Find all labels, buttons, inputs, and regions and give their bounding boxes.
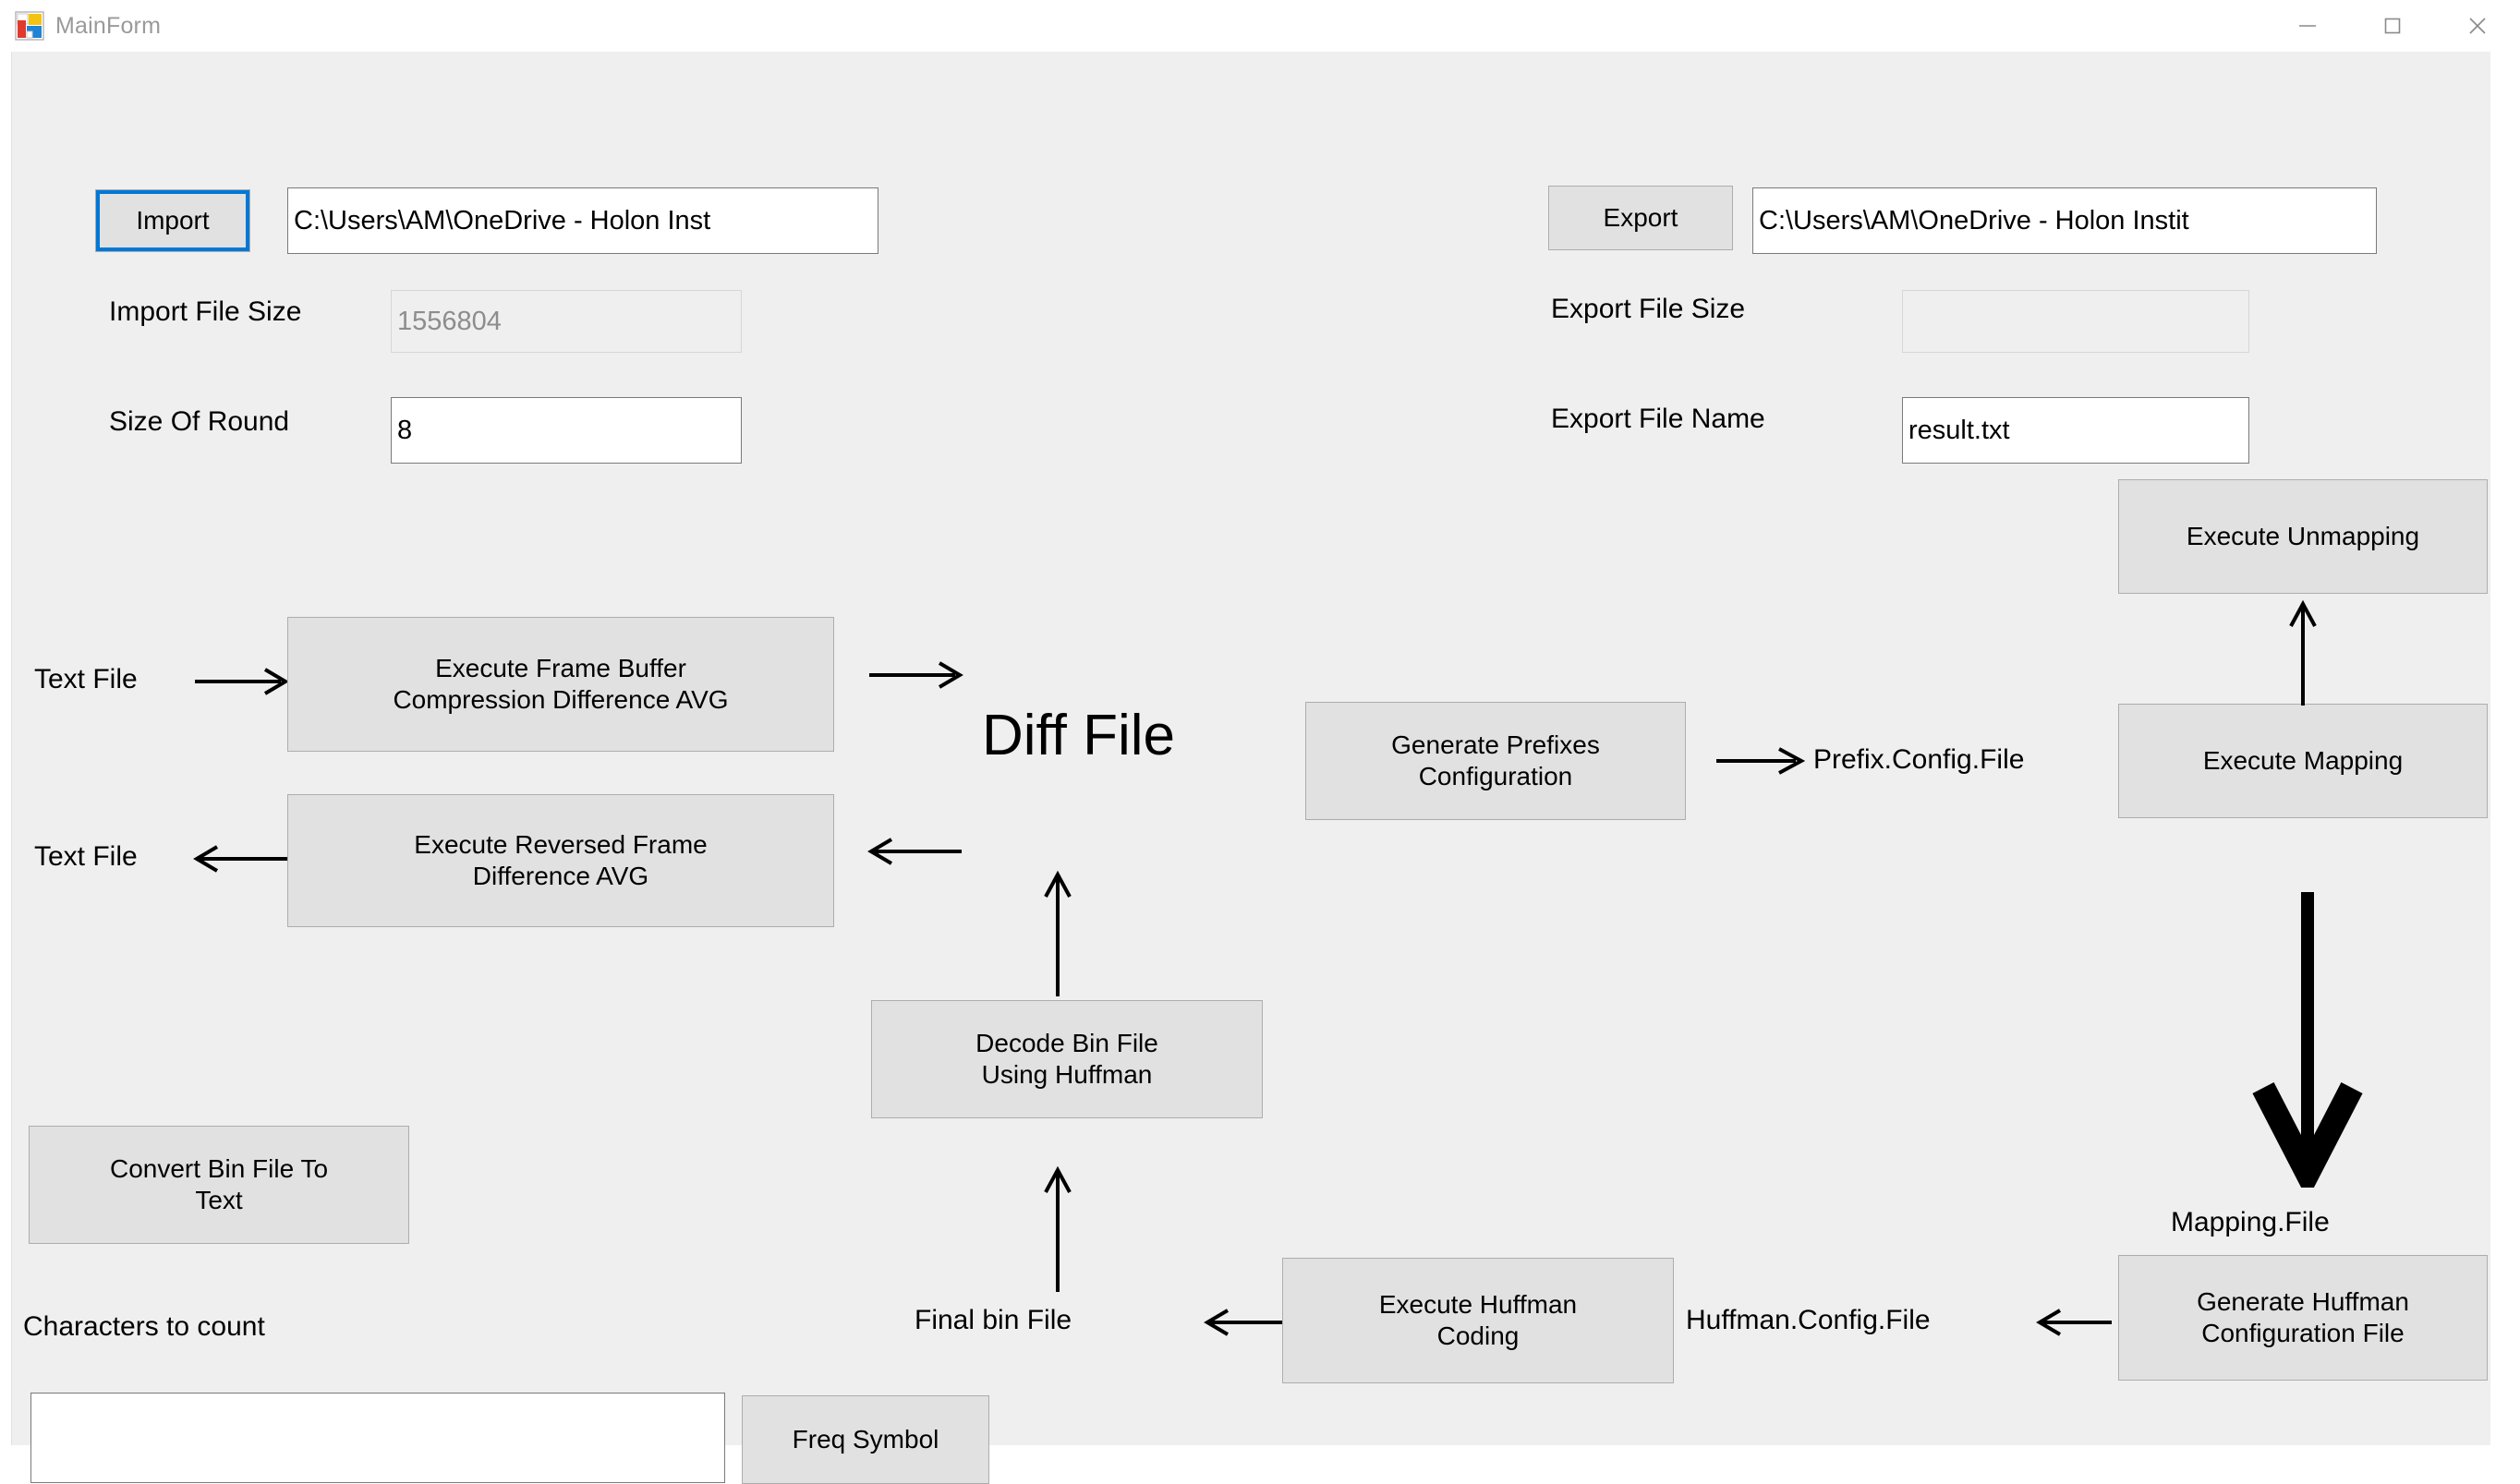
execute-unmapping-button[interactable]: Execute Unmapping [2118, 479, 2488, 594]
arrow-left-icon [2030, 1304, 2114, 1345]
diff-file-label: Diff File [982, 704, 1176, 767]
arrow-up-icon [1039, 1164, 1076, 1298]
arrow-left-icon [188, 840, 289, 882]
generate-prefixes-configuration-button[interactable]: Generate Prefixes Configuration [1305, 702, 1686, 820]
import-file-size-label: Import File Size [109, 296, 302, 327]
export-file-size-value [1902, 290, 2249, 353]
arrow-right-icon [1714, 742, 1807, 784]
main-form-surface: Import C:\Users\AM\OneDrive - Holon Inst… [11, 52, 2490, 1484]
characters-to-count-label: Characters to count [23, 1311, 265, 1342]
import-file-size-value: 1556804 [391, 290, 742, 353]
arrow-right-icon [867, 657, 969, 698]
convert-bin-file-to-text-button[interactable]: Convert Bin File To Text [29, 1126, 409, 1244]
export-path-input[interactable]: C:\Users\AM\OneDrive - Holon Instit [1752, 187, 2377, 254]
huffman-config-file-label: Huffman.Config.File [1686, 1305, 1931, 1335]
generate-huffman-configuration-file-button[interactable]: Generate Huffman Configuration File [2118, 1255, 2488, 1381]
size-of-round-label: Size Of Round [109, 406, 290, 437]
import-button[interactable]: Import [95, 189, 250, 252]
mapping-file-label: Mapping.File [2171, 1207, 2330, 1237]
arrow-down-thick-icon [2252, 892, 2363, 1200]
execute-mapping-button[interactable]: Execute Mapping [2118, 704, 2488, 818]
execute-huffman-coding-button[interactable]: Execute Huffman Coding [1282, 1258, 1674, 1383]
text-file-input-label: Text File [34, 664, 138, 694]
export-button[interactable]: Export [1548, 186, 1733, 250]
execute-frame-buffer-compression-button[interactable]: Execute Frame Buffer Compression Differe… [287, 617, 834, 752]
decode-bin-file-using-huffman-button[interactable]: Decode Bin File Using Huffman [871, 1000, 1263, 1118]
import-path-input[interactable]: C:\Users\AM\OneDrive - Holon Inst [287, 187, 878, 254]
characters-to-count-input[interactable] [30, 1393, 725, 1483]
text-file-output-label: Text File [34, 841, 138, 872]
window-title: MainForm [55, 13, 162, 39]
arrow-up-icon [2284, 598, 2321, 712]
freq-symbol-button[interactable]: Freq Symbol [742, 1395, 989, 1484]
arrow-left-icon [862, 833, 963, 875]
title-bar: MainForm [0, 0, 2520, 52]
prefix-config-file-label: Prefix.Config.File [1813, 744, 2025, 775]
arrow-up-icon [1039, 869, 1076, 1003]
winforms-app-icon [15, 11, 44, 41]
arrow-right-icon [193, 663, 295, 705]
export-file-name-label: Export File Name [1551, 404, 1765, 434]
export-file-name-input[interactable]: result.txt [1902, 397, 2249, 464]
minimize-icon[interactable] [2265, 0, 2350, 52]
maximize-icon[interactable] [2350, 0, 2435, 52]
export-file-size-label: Export File Size [1551, 294, 1746, 324]
size-of-round-input[interactable]: 8 [391, 397, 742, 464]
final-bin-file-label: Final bin File [915, 1305, 1072, 1335]
close-icon[interactable] [2435, 0, 2520, 52]
execute-reversed-frame-difference-button[interactable]: Execute Reversed Frame Difference AVG [287, 794, 834, 927]
